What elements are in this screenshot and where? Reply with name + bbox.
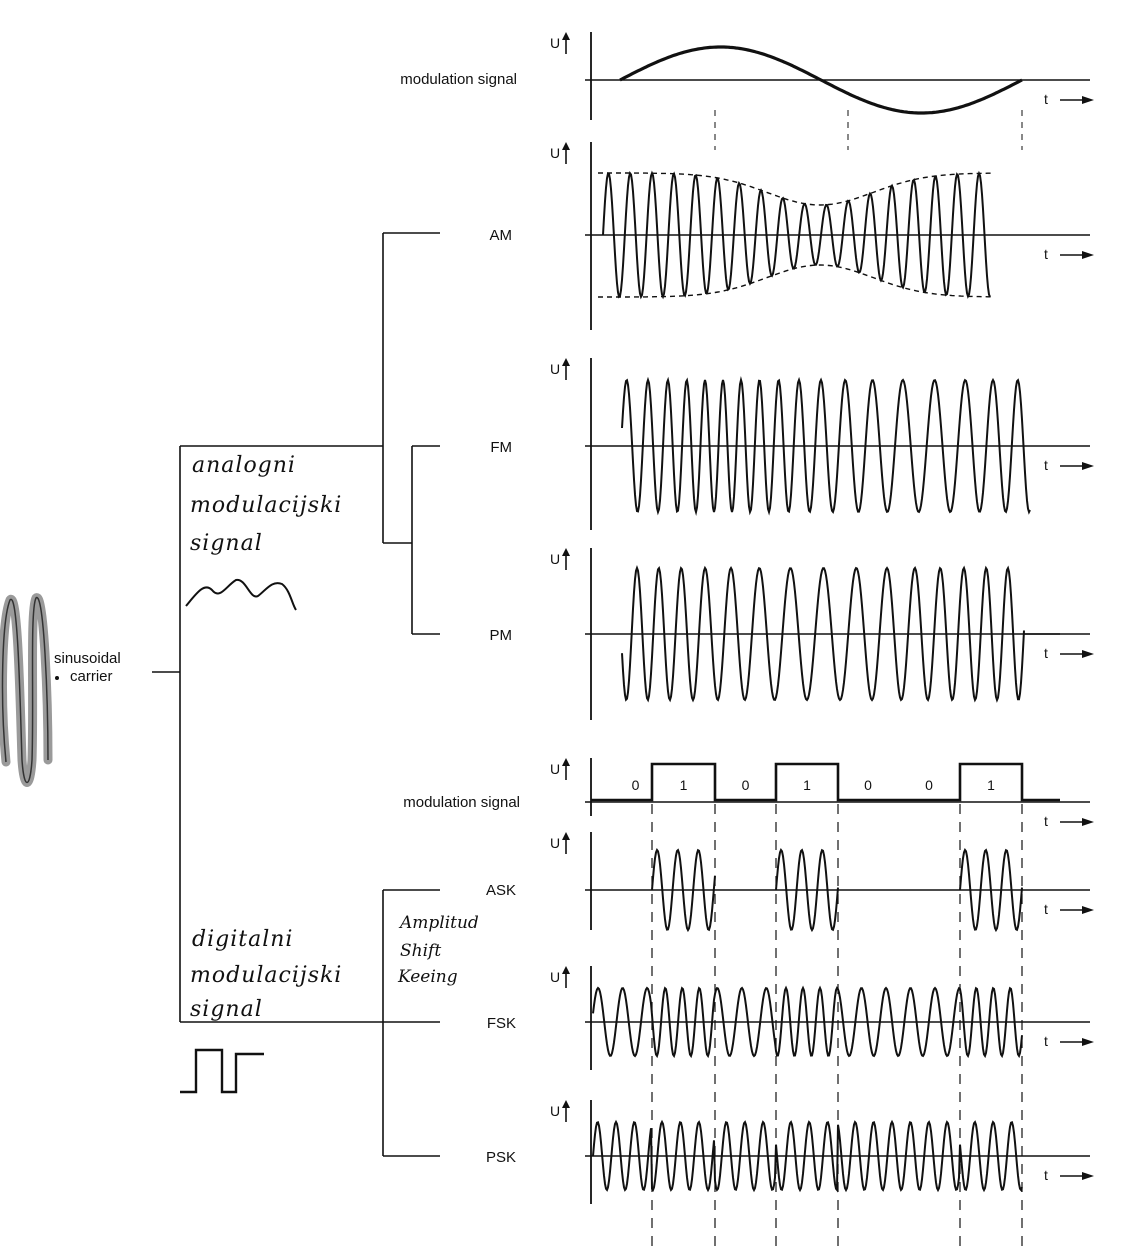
analog-modulation-label: modulation signal: [400, 71, 517, 88]
digital-mod-t-label: t: [1044, 813, 1048, 829]
ask-note-line1: Amplitud: [398, 913, 479, 933]
fm-wave: [621, 376, 1031, 516]
waveforms: [591, 45, 1060, 1193]
fsk-wave: [592, 985, 1023, 1059]
carrier-dot: [55, 676, 59, 680]
ask-note-line2: Shift: [400, 941, 441, 961]
am-t-label: t: [1044, 246, 1048, 262]
digital-modulation-label: modulation signal: [403, 794, 520, 811]
digital-pulse-sketch-icon: [180, 1048, 264, 1094]
bit-label: 1: [680, 777, 688, 793]
psk-u-label: U: [550, 1103, 560, 1119]
fm-label: FM: [490, 439, 512, 456]
analog-mod-axis: Ut: [550, 32, 1094, 120]
bit-label: 0: [632, 777, 640, 793]
digital-note-line3: signal: [190, 997, 263, 1022]
analog-wave-sketch-icon: [185, 578, 297, 611]
am-u-label: U: [550, 145, 560, 161]
analog-note-line3: signal: [190, 531, 263, 556]
fsk-axis: Ut: [550, 966, 1094, 1070]
ask-t-label: t: [1044, 901, 1048, 917]
bit-label: 1: [987, 777, 995, 793]
analog-modulation-wave: [619, 45, 1023, 115]
bit-boundary-guides: [651, 110, 1023, 1250]
ask-axis: Ut: [550, 832, 1094, 930]
am-upper-envelope: [598, 172, 995, 206]
carrier-label-line2: carrier: [70, 668, 113, 685]
psk-label: PSK: [486, 1149, 516, 1166]
digital-mod-u-label: U: [550, 761, 560, 777]
analog-note-line2: modulacijski: [190, 493, 342, 518]
pm-axis: Ut: [550, 548, 1094, 720]
analog-mod-t-label: t: [1044, 91, 1048, 107]
am-wave: [602, 170, 991, 300]
ask-wave: [651, 848, 1023, 933]
ask-note-line3: Keeing: [397, 967, 458, 987]
psk-wave: [592, 1119, 1023, 1193]
bit-label: 0: [864, 777, 872, 793]
pm-wave: [621, 565, 1025, 703]
fm-u-label: U: [550, 361, 560, 377]
tree-connectors: [152, 232, 440, 1157]
ask-u-label: U: [550, 835, 560, 851]
digital-note-line1: digitalni: [192, 927, 293, 952]
pm-u-label: U: [550, 551, 560, 567]
pm-t-label: t: [1044, 645, 1048, 661]
carrier-wave-icon: [0, 593, 53, 787]
bit-label: 0: [925, 777, 933, 793]
fsk-u-label: U: [550, 969, 560, 985]
carrier-label-line1: sinusoidal: [54, 650, 121, 667]
am-axis: Ut: [550, 142, 1094, 330]
analog-note-line1: analogni: [192, 453, 296, 478]
am-lower-envelope: [598, 264, 995, 298]
digital-mod-axis: Ut: [550, 758, 1094, 829]
fsk-t-label: t: [1044, 1033, 1048, 1049]
fm-t-label: t: [1044, 457, 1048, 473]
psk-t-label: t: [1044, 1167, 1048, 1183]
psk-axis: Ut: [550, 1100, 1094, 1204]
fsk-label: FSK: [487, 1015, 516, 1032]
bit-label: 0: [742, 777, 750, 793]
bit-labels: 0 1 0 1 0 0 1: [632, 777, 996, 793]
am-label: AM: [490, 227, 513, 244]
fm-axis: Ut: [550, 358, 1094, 530]
analog-mod-u-label: U: [550, 35, 560, 51]
digital-note-line2: modulacijski: [190, 963, 342, 988]
bit-label: 1: [803, 777, 811, 793]
ask-label: ASK: [486, 882, 516, 899]
pm-label: PM: [490, 627, 513, 644]
digital-modulation-wave: [591, 762, 1060, 802]
